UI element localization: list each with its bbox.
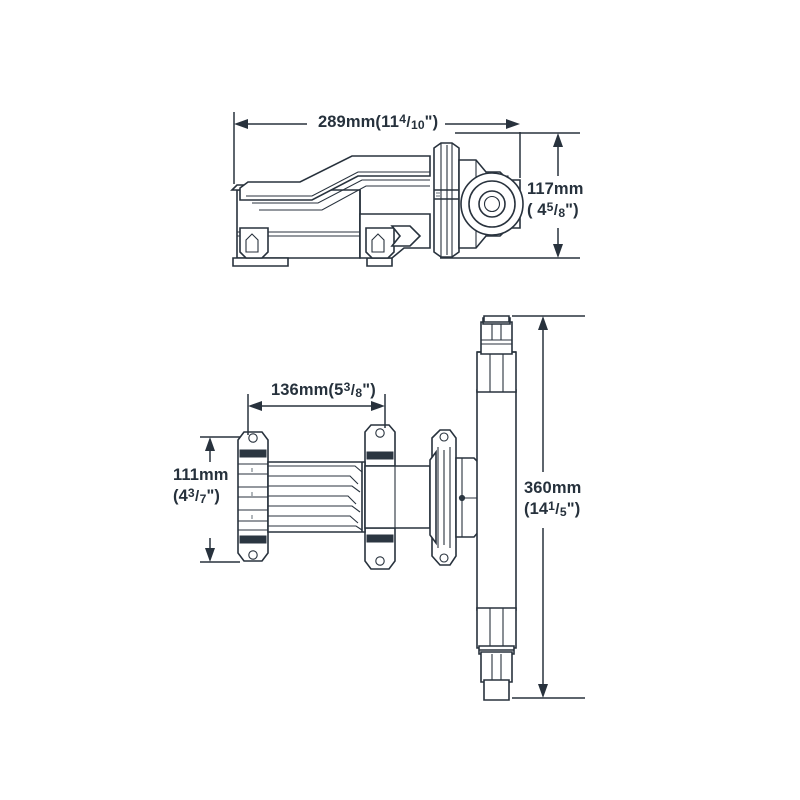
dimension-label-111mm: 111mm (43/7") — [173, 465, 229, 507]
side-elevation-view — [230, 142, 524, 267]
dimension-metric-360: 360mm — [524, 479, 582, 497]
dimension-imperial-close-111: ") — [206, 487, 221, 506]
dimension-label-360mm: 360mm (141/5") — [524, 478, 581, 520]
dimension-imperial-open-111: (4 — [173, 487, 188, 506]
dimension-imperial-open-117: ( 4 — [527, 201, 547, 220]
dimension-imperial-close-117: ") — [565, 201, 579, 220]
dimension-136mm — [247, 394, 386, 435]
dimension-label-117mm: 117mm ( 45/8") — [527, 179, 583, 221]
pump-body-side — [230, 155, 431, 267]
dimension-label-136mm: 136mm(53/8") — [271, 380, 376, 401]
dimension-imperial-close-136: ") — [362, 381, 376, 399]
dimension-fraction-360: 1/5 — [548, 498, 567, 520]
motor-flange-side — [433, 142, 460, 258]
dimension-imperial-close-360: ") — [566, 500, 581, 519]
dimension-289mm — [233, 112, 521, 184]
dimension-111mm — [200, 436, 240, 563]
dimension-imperial-close-289: ") — [424, 113, 439, 131]
dimension-metric-289: 289mm — [318, 113, 376, 131]
motor-flange-plan — [429, 429, 457, 566]
pump-chamber-plan — [267, 461, 366, 533]
dimension-fraction-289: 4/10 — [399, 111, 425, 132]
dimension-imperial-open-360: (14 — [524, 500, 549, 519]
through-pipe — [476, 315, 517, 701]
motor-housing-side — [458, 159, 524, 249]
mounting-bracket-left — [237, 431, 269, 562]
dimension-metric-136: 136mm — [271, 381, 329, 399]
mounting-foot-right — [365, 227, 395, 259]
dimension-fraction-111: 3/7 — [187, 485, 207, 507]
motor-body-plan — [364, 465, 431, 529]
dimension-imperial-open-136: (5 — [328, 381, 344, 399]
mounting-foot-left — [239, 227, 269, 259]
dimension-360mm — [512, 315, 585, 699]
dimension-metric-111: 111mm — [173, 466, 229, 484]
dimension-fraction-136: 3/8 — [343, 379, 363, 400]
dimension-fraction-117: 5/8 — [546, 199, 566, 221]
dimension-metric-117: 117mm — [527, 180, 584, 198]
dimension-label-289mm: 289mm(114/10") — [318, 112, 438, 133]
mounting-bracket-right — [364, 424, 396, 570]
dimension-imperial-open-289: (11 — [375, 113, 400, 131]
dimension-117mm — [440, 132, 580, 259]
plan-view — [237, 315, 517, 701]
